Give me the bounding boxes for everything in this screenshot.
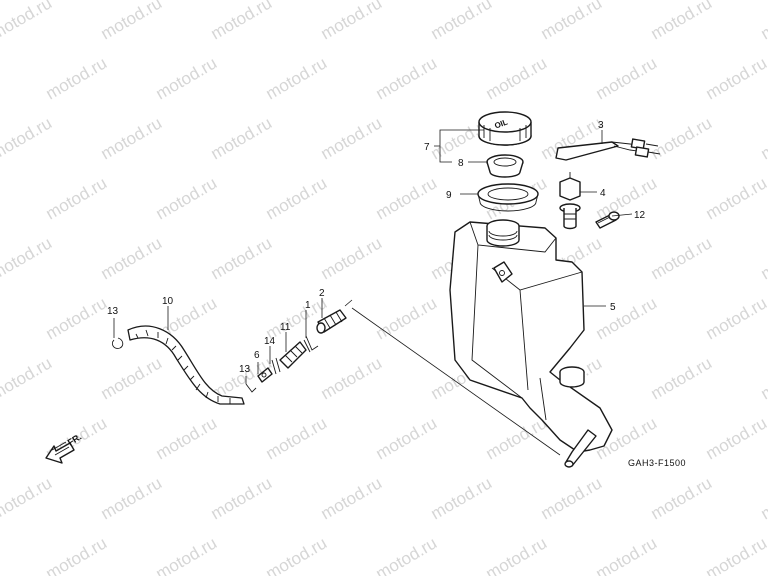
drawing-reference-code: GAH3-F1500	[628, 458, 686, 468]
watermark-text: motod.ru	[758, 0, 768, 43]
watermark-text: motod.ru	[263, 413, 331, 463]
callout-7: 7	[424, 142, 430, 153]
callout-1: 1	[305, 300, 311, 311]
watermark-text: motod.ru	[373, 413, 441, 463]
watermark-text: motod.ru	[318, 0, 386, 43]
watermark-text: motod.ru	[758, 353, 768, 403]
watermark-text: motod.ru	[263, 53, 331, 103]
watermark-text: motod.ru	[208, 473, 276, 523]
watermark-text: motod.ru	[0, 113, 55, 163]
watermark-text: motod.ru	[703, 293, 768, 343]
watermark-text: motod.ru	[263, 533, 331, 576]
watermark-text: motod.ru	[153, 173, 221, 223]
hose-clip-14	[272, 358, 280, 374]
watermark-text: motod.ru	[648, 233, 716, 283]
watermark-text: motod.ru	[318, 113, 386, 163]
watermark-text: motod.ru	[43, 173, 111, 223]
watermark-text: motod.ru	[373, 293, 441, 343]
callout-10: 10	[162, 296, 174, 307]
watermark-text: motod.ru	[428, 0, 496, 43]
watermark-text: motod.ru	[648, 353, 716, 403]
cap-strainer	[487, 155, 523, 177]
watermark-text: motod.ru	[373, 533, 441, 576]
watermark-text: motod.ru	[703, 53, 768, 103]
callout-5: 5	[610, 302, 616, 313]
watermark-text: motod.ru	[0, 233, 55, 283]
watermark-text: motod.ru	[208, 233, 276, 283]
watermark-text: motod.ru	[703, 413, 768, 463]
callout-6: 6	[254, 350, 260, 361]
watermark-text: motod.ru	[648, 473, 716, 523]
callout-3: 3	[598, 120, 604, 131]
watermark-text: motod.ru	[98, 0, 166, 43]
watermark-text: motod.ru	[373, 53, 441, 103]
watermark-text: motod.ru	[648, 113, 716, 163]
hose-clip-13-upper	[112, 338, 122, 348]
watermark-text: motod.ru	[43, 533, 111, 576]
watermark-text: motod.ru	[538, 0, 606, 43]
hose-joint	[280, 342, 306, 368]
watermark-text: motod.ru	[318, 473, 386, 523]
watermark-text: motod.ru	[43, 53, 111, 103]
callout-13-lower: 13	[239, 364, 251, 375]
watermark-text: motod.ru	[98, 233, 166, 283]
watermark-text: motod.ru	[758, 113, 768, 163]
watermark-text: motod.ru	[0, 353, 55, 403]
watermark-text: motod.ru	[373, 173, 441, 223]
watermark-text: motod.ru	[153, 413, 221, 463]
watermark-text: motod.ru	[758, 233, 768, 283]
callout-12: 12	[634, 210, 646, 221]
watermark-text: motod.ru	[208, 0, 276, 43]
watermark-text: motod.ru	[98, 353, 166, 403]
callout-9: 9	[446, 190, 452, 201]
watermark-text: motod.ru	[153, 53, 221, 103]
watermark-text: motod.ru	[98, 473, 166, 523]
watermark-text: motod.ru	[593, 293, 661, 343]
watermark-text: motod.ru	[263, 173, 331, 223]
watermark-text: motod.ru	[703, 173, 768, 223]
watermark-text: motod.ru	[43, 293, 111, 343]
watermark-text: motod.ru	[593, 533, 661, 576]
callout-13-upper: 13	[107, 306, 119, 317]
watermark-text: motod.ru	[98, 113, 166, 163]
watermark-text: motod.ru	[208, 113, 276, 163]
watermark-text: motod.ru	[538, 473, 606, 523]
callout-14: 14	[264, 336, 276, 347]
watermark-text: motod.ru	[0, 473, 55, 523]
watermark-text: motod.ru	[483, 533, 551, 576]
watermark-text: motod.ru	[593, 53, 661, 103]
watermark-text: motod.ru	[703, 533, 768, 576]
watermark-text: motod.ru	[318, 353, 386, 403]
watermark-text: motod.ru	[648, 0, 716, 43]
watermark-text: motod.ru	[318, 233, 386, 283]
oil-level-switch	[560, 172, 580, 229]
watermark-text: motod.ru	[428, 473, 496, 523]
callout-4: 4	[600, 188, 606, 199]
watermark-text: motod.ru	[758, 473, 768, 523]
watermark-text: motod.ru	[0, 0, 55, 43]
callout-8: 8	[458, 158, 464, 169]
callout-2: 2	[319, 288, 325, 299]
watermark-text: motod.ru	[153, 533, 221, 576]
watermark-text: motod.ru	[483, 413, 551, 463]
oil-tank-cap: OIL	[479, 112, 531, 145]
watermark-text: motod.ru	[483, 53, 551, 103]
connection-leader-line-2	[345, 300, 352, 306]
callout-11: 11	[280, 322, 291, 333]
